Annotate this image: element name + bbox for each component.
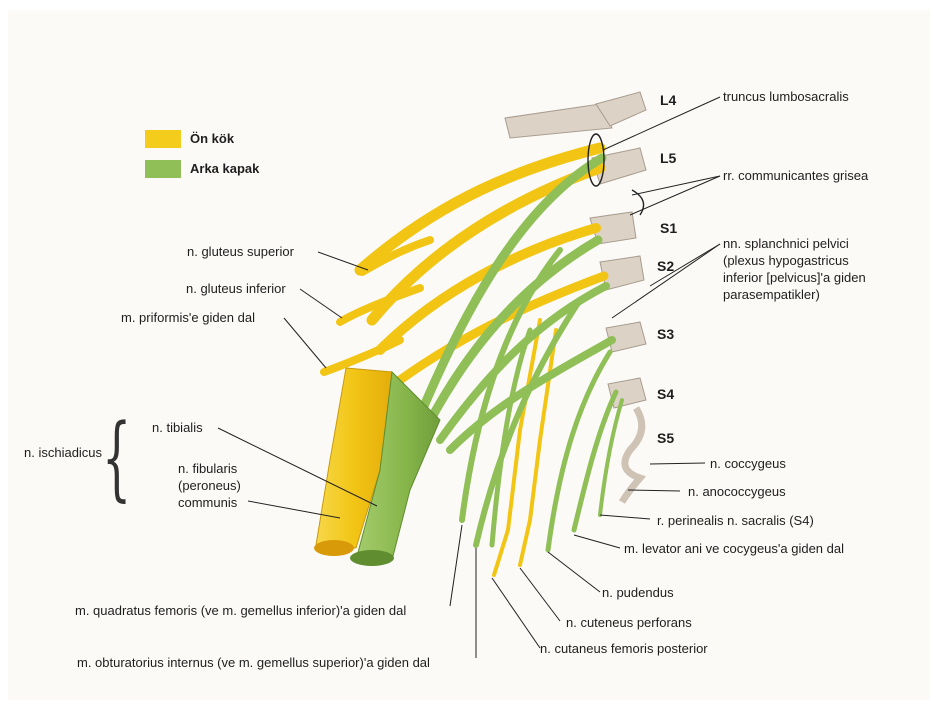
label-anococcygeus: n. anococcygeus [688,484,786,499]
loop-markers [587,133,645,216]
leader-gluteus-sup [317,251,369,271]
legend-swatch-posterior [145,160,181,178]
green-trunk-s1 [415,235,603,445]
yellow-trunk-s1 [375,223,601,355]
segment-s5: S5 [657,430,675,446]
leader-coccygeus [649,462,706,465]
legend-swatch-anterior [145,130,181,148]
label-fibularis-line1: n. fibularis [178,461,238,476]
l4-stump [504,103,613,139]
yellow-trunk-l4 [354,142,606,276]
leader-communicantes-2 [629,175,721,216]
posterior-division-nerves [405,153,624,553]
label-cutaneus-femoris-posterior: n. cutaneus femoris posterior [540,641,708,656]
s5-coccygeal-chain [618,406,647,504]
sciatic-yellow-cut [314,540,354,556]
segment-l4: L4 [660,92,677,108]
leader-splanchnici-1 [611,243,721,319]
segment-l5: L5 [660,150,677,166]
leader-fibularis [247,500,341,519]
label-nn-splanchnici-line2: (plexus hypogastricus [723,253,849,268]
green-branch-b [473,297,583,548]
leader-perforans [519,567,561,622]
label-ischiadicus: n. ischiadicus [24,445,103,460]
label-fibularis-line2: (peroneus) [178,478,241,493]
leader-splanchnici-2 [649,243,721,287]
label-nn-splanchnici-line1: nn. splanchnici pelvici [723,236,849,251]
leader-pudendus [547,551,601,593]
label-truncus-lumbosacralis: truncus lumbosacralis [723,89,849,104]
l4-root [595,91,647,127]
label-nn-splanchnici-line4: parasempatikler) [723,287,820,302]
label-levator-ani: m. levator ani ve cocygeus'a giden dal [624,541,844,556]
leader-truncus [602,96,721,151]
communicantes-loop [631,189,645,216]
label-cuteneus-perforans: n. cuteneus perforans [566,615,692,630]
priformis-branch [320,336,404,376]
label-gluteus-superior: n. gluteus superior [187,244,294,259]
leader-anococcygeus [627,489,681,492]
sciatic-green-cut [350,550,394,566]
segment-s2: S2 [657,258,675,274]
ischiadicus-brace: { [102,404,132,511]
label-nn-splanchnici-line3: inferior [pelvicus]'a giden [723,270,866,285]
green-branch-a [459,247,563,523]
label-quadratus-femoris: m. quadratus femoris (ve m. gemellus inf… [75,603,407,618]
spinal-nerve-stumps [504,91,647,504]
yellow-small-1 [492,318,542,577]
segment-s4: S4 [657,386,675,402]
legend-label-posterior: Arka kapak [190,161,260,176]
label-pudendus: n. pudendus [602,585,674,600]
label-tibialis: n. tibialis [152,420,203,435]
legend-label-anterior: Ön kök [190,131,235,146]
leader-gluteus-inf [299,288,343,319]
s1-stump [589,211,637,245]
label-fibularis-line3: communis [178,495,238,510]
leader-tibialis [217,427,378,507]
leader-cutaneus-femoris [491,577,541,649]
label-priformis: m. priformis'e giden dal [121,310,255,325]
leader-perinealis [599,514,651,520]
leader-levator [573,534,621,549]
leader-quadratus [449,524,463,607]
label-coccygeus: n. coccygeus [710,456,786,471]
leader-communicantes-1 [631,175,721,196]
green-branch-c [545,349,613,553]
leader-priformis [283,317,327,369]
green-branch-d [571,389,619,533]
green-branch-e [598,398,624,517]
label-obturatorius-internus: m. obturatorius internus (ve m. gemellus… [77,655,430,670]
label-rr-communicantes: rr. communicantes grisea [723,168,869,183]
label-gluteus-inferior: n. gluteus inferior [186,281,286,296]
gluteus-inferior-branch [336,284,424,326]
green-branch-f [489,327,533,548]
segment-s1: S1 [660,220,678,236]
segment-s3: S3 [657,326,675,342]
label-perinealis: r. perinealis n. sacralis (S4) [657,513,814,528]
truncus-loop [587,133,605,187]
green-trunk-l5 [405,153,607,445]
leader-lines [217,96,721,658]
yellow-small-2 [518,328,558,567]
